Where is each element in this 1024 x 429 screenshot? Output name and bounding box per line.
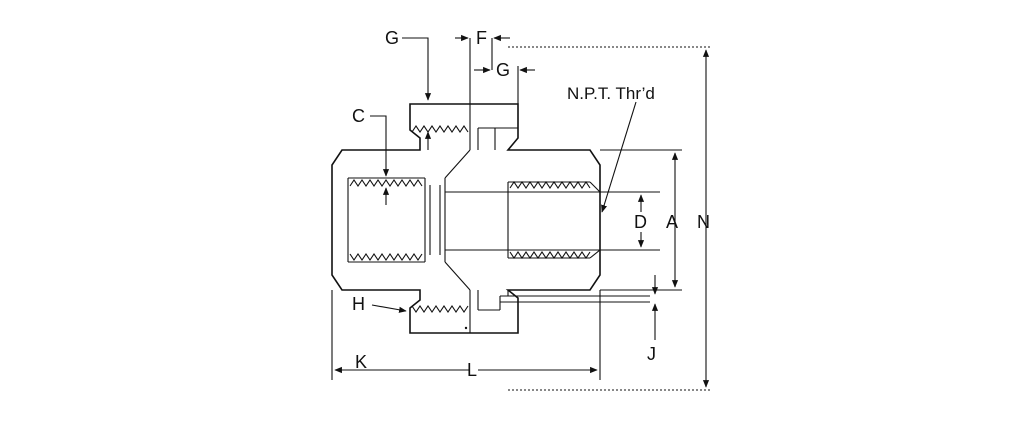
labels: G F G C N.P.T. Thr’d D A N H J K L — [352, 28, 710, 380]
label-npt-thread: N.P.T. Thr’d — [567, 84, 655, 103]
dimension-lines — [331, 34, 712, 391]
label-g-mid: G — [496, 60, 510, 80]
fitting-body — [331, 103, 650, 334]
label-k: K — [355, 352, 367, 372]
label-a: A — [666, 212, 678, 232]
label-c: C — [352, 106, 365, 126]
label-f: F — [476, 28, 487, 48]
label-j: J — [647, 344, 656, 364]
label-n: N — [697, 212, 710, 232]
label-l: L — [467, 360, 477, 380]
label-g-top: G — [385, 28, 399, 48]
label-h: H — [352, 294, 365, 314]
threads — [349, 125, 591, 313]
label-d: D — [634, 212, 647, 232]
